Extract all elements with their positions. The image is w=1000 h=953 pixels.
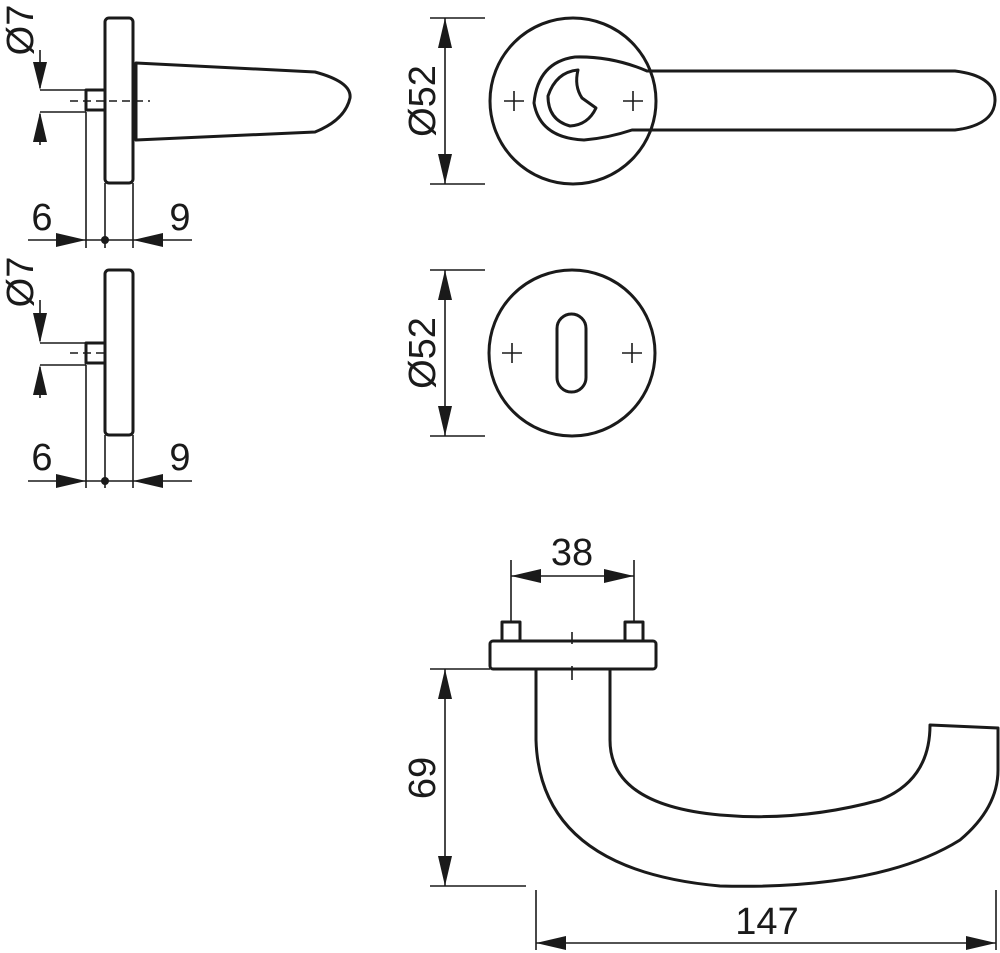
rose-diameter-label: Ø52: [402, 65, 444, 137]
rose-screw-left-icon: [504, 91, 524, 111]
front-view-rose-lever: Ø52: [402, 16, 997, 186]
escutcheon-screw-left-icon: [502, 343, 522, 363]
side-view-handle: Ø7 6 9: [0, 5, 352, 248]
keyhole-slot: [555, 312, 588, 394]
side-bottom-left-label: 6: [31, 437, 52, 479]
side-bottom-diameter-label: Ø7: [0, 257, 42, 308]
top-view-lever: 38 69 147: [402, 532, 1000, 950]
side-bottom-right-label: 9: [169, 437, 190, 479]
escutcheon-screw-right-icon: [622, 343, 642, 363]
lever-projection-label: 69: [402, 757, 444, 799]
front-view-escutcheon: Ø52: [402, 268, 657, 438]
rose-screw-right-icon: [623, 91, 643, 111]
side-top-left-label: 6: [31, 197, 52, 239]
side-top-right-label: 9: [169, 197, 190, 239]
side-top-diameter-label: Ø7: [0, 5, 42, 56]
side-view-escutcheon: Ø7 6 9: [0, 257, 192, 488]
lever-length-label: 147: [735, 901, 798, 943]
escutcheon-diameter-label: Ø52: [402, 317, 444, 389]
screw-spacing-label: 38: [551, 532, 593, 574]
